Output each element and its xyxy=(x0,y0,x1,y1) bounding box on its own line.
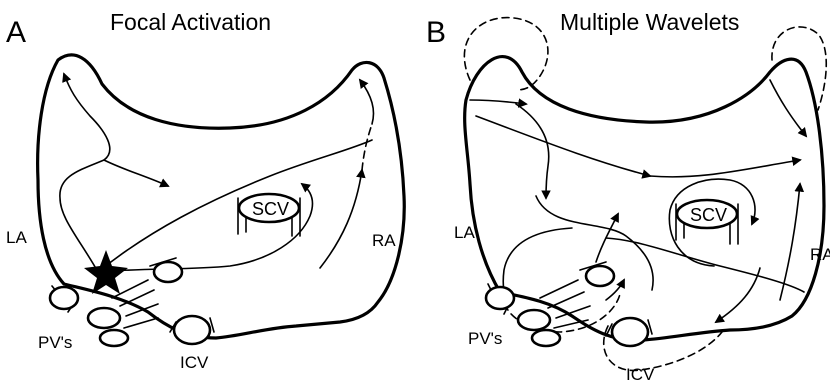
wavelet-curve xyxy=(503,228,572,300)
la-label: LA xyxy=(6,228,27,247)
panel-b: B Multiple Wavelets SCV xyxy=(426,9,830,384)
focal-source-star-icon xyxy=(84,250,128,294)
icv-vessel xyxy=(606,318,652,346)
icv-label: ICV xyxy=(180,353,209,372)
activation-arrow xyxy=(104,160,168,186)
la-label: LA xyxy=(454,223,475,242)
wavelet-arrow xyxy=(716,268,760,322)
atria-outline xyxy=(465,57,824,341)
panel-title: Focal Activation xyxy=(110,9,271,35)
scv-label: SCV xyxy=(690,205,727,225)
ra-label: RA xyxy=(810,245,830,264)
scv-label: SCV xyxy=(252,199,289,219)
panel-a: A Focal Activation SCV PV's xyxy=(6,9,404,372)
wavelet-arrow xyxy=(650,160,800,177)
pvs-label: PV's xyxy=(468,329,502,348)
wavelet-arrow xyxy=(470,100,526,104)
panel-letter: B xyxy=(426,16,446,49)
activation-arrow xyxy=(360,80,374,124)
wavelet-arrow xyxy=(770,80,806,136)
scv-vessel: SCV xyxy=(676,200,738,244)
activation-arrow xyxy=(320,170,362,268)
scv-vessel: SCV xyxy=(238,194,300,236)
wavelet-arrow xyxy=(476,116,650,176)
wavelet-arrow xyxy=(516,104,549,198)
panel-title: Multiple Wavelets xyxy=(560,9,739,35)
wavelet-loop-dashed xyxy=(464,18,548,90)
icv-vessel xyxy=(170,316,214,344)
activation-path-dashed xyxy=(362,124,372,170)
interatrial-line-left xyxy=(60,160,104,272)
icv-label: ICV xyxy=(626,365,655,384)
panel-letter: A xyxy=(6,16,26,49)
ra-label: RA xyxy=(372,231,396,250)
pvs-label: PV's xyxy=(38,333,72,352)
